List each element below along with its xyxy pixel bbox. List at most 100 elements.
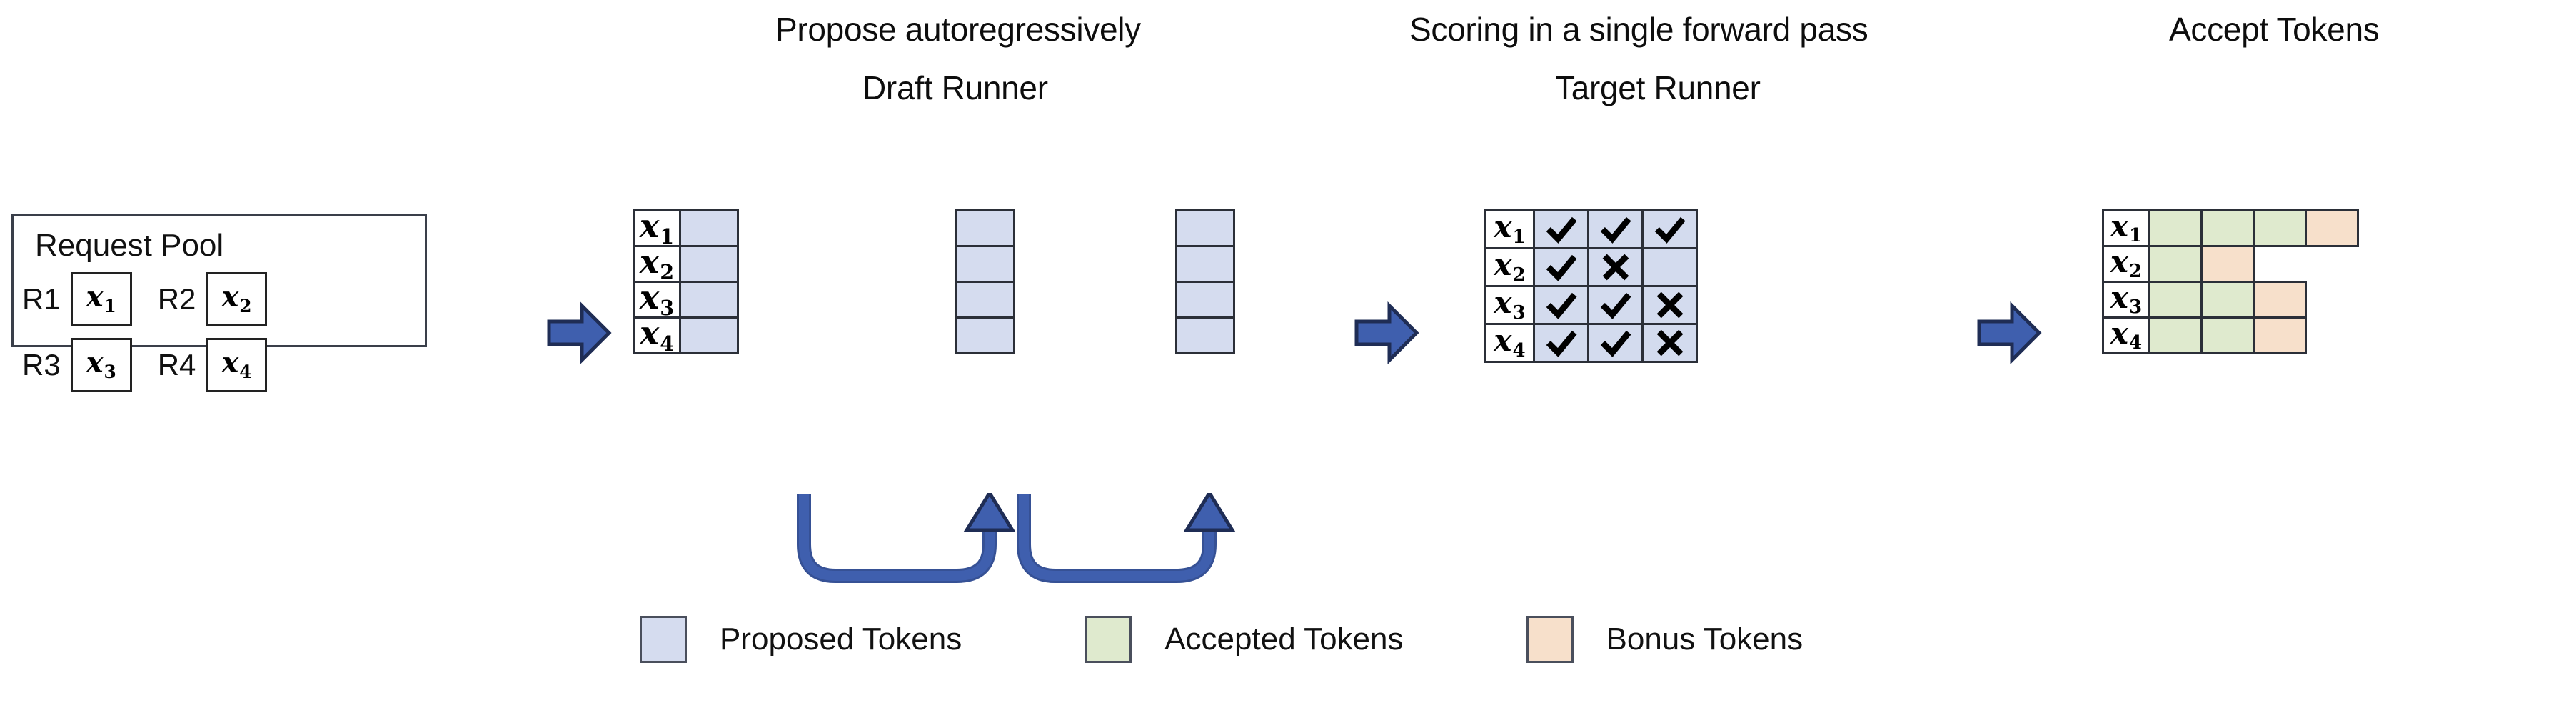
- target-runner-grid: x1 x2: [1484, 209, 1698, 363]
- request-pool-title: Request Pool: [35, 228, 224, 263]
- draft-proposed-cell: [679, 281, 739, 319]
- check-mark-icon: [1546, 254, 1577, 281]
- accept-cell-accepted: [2148, 316, 2203, 354]
- draft-runner-row-labels: x1 x2 x3 x4: [633, 209, 681, 354]
- target-row-label: x4: [1484, 323, 1535, 363]
- legend-label-accepted: Accepted Tokens: [1164, 622, 1404, 657]
- label-target-runner: Target Runner: [1555, 69, 1761, 106]
- caption-scoring-single-forward-pass: Scoring in a single forward pass: [1409, 11, 1868, 48]
- draft-proposed-column-3: [1175, 209, 1235, 354]
- target-score-cell-check: [1533, 209, 1589, 249]
- accept-row-label: x3: [2102, 281, 2150, 319]
- target-score-cell-cross: [1641, 323, 1698, 363]
- accept-row-label: x4: [2102, 316, 2150, 354]
- draft-proposed-cell: [1175, 281, 1235, 319]
- accept-cell-bonus: [2305, 209, 2359, 247]
- draft-proposed-cell: [1175, 245, 1235, 283]
- check-mark-icon: [1546, 292, 1577, 319]
- target-score-cell-check: [1533, 247, 1589, 287]
- draft-row-label: x1: [633, 209, 681, 247]
- accept-cell-accepted: [2148, 281, 2203, 319]
- check-mark-icon: [1546, 330, 1577, 357]
- loop-arrow-step2-to-step3-icon: [1017, 493, 1236, 583]
- loop-arrow-step1-to-step2-icon: [797, 493, 1016, 583]
- check-mark-icon: [1654, 216, 1686, 244]
- draft-proposed-column-1: [679, 209, 739, 354]
- request-token-box-r4: x4: [206, 338, 268, 392]
- legend-label-bonus: Bonus Tokens: [1606, 622, 1803, 657]
- caption-propose-autoregressively: Propose autoregressively: [775, 11, 1141, 48]
- target-score-cell-check: [1533, 323, 1589, 363]
- accept-row: x4: [2102, 316, 2359, 354]
- legend-item-bonus-tokens: Bonus Tokens: [1526, 616, 1803, 663]
- accept-cell-accepted: [2148, 209, 2203, 247]
- target-score-cell-check: [1587, 285, 1644, 325]
- draft-runner-step-1: x1 x2 x3 x4: [633, 209, 739, 354]
- draft-row-label: x2: [633, 245, 681, 283]
- target-row-label: x2: [1484, 247, 1535, 287]
- accept-cell-accepted: [2200, 209, 2255, 247]
- legend: Proposed Tokens Accepted Tokens Bonus To…: [640, 616, 1803, 663]
- request-id-r3: R3: [22, 348, 61, 382]
- request-pool-row-1: R1 x1 R2 x2: [22, 272, 268, 326]
- label-draft-runner: Draft Runner: [862, 69, 1048, 106]
- target-score-cell-check: [1533, 285, 1589, 325]
- legend-swatch-bonus: [1526, 616, 1574, 663]
- accept-cell-accepted: [2200, 316, 2255, 354]
- accept-cell-bonus: [2200, 245, 2255, 283]
- request-token-box-r3: x3: [70, 338, 132, 392]
- legend-item-proposed-tokens: Proposed Tokens: [640, 616, 962, 663]
- flow-arrow-pool-to-draft-icon: [547, 301, 612, 365]
- request-token-box-r2: x2: [206, 272, 268, 326]
- target-score-cell-empty: [1641, 247, 1698, 287]
- check-mark-icon: [1600, 216, 1631, 244]
- draft-proposed-cell: [679, 245, 739, 283]
- accept-cell-accepted: [2253, 209, 2307, 247]
- request-entry-r2: R2 x2: [158, 272, 268, 326]
- token-glyph: x3: [86, 346, 116, 382]
- accept-row: x3: [2102, 281, 2359, 319]
- draft-row-label: x3: [633, 281, 681, 319]
- cross-mark-icon: [1656, 291, 1683, 319]
- target-score-cell-cross: [1641, 285, 1698, 325]
- token-glyph: x1: [86, 280, 116, 316]
- accept-cell-bonus: [2253, 316, 2307, 354]
- legend-item-accepted-tokens: Accepted Tokens: [1085, 616, 1404, 663]
- accept-row-label: x2: [2102, 245, 2150, 283]
- cross-mark-icon: [1602, 254, 1629, 281]
- caption-accept-tokens: Accept Tokens: [2169, 11, 2380, 48]
- flow-arrow-target-to-accept-icon: [1977, 301, 2042, 365]
- draft-row-label: x4: [633, 316, 681, 354]
- target-row-label: x3: [1484, 285, 1535, 325]
- accept-cell-accepted: [2148, 245, 2203, 283]
- target-score-cell-cross: [1587, 247, 1644, 287]
- request-id-r1: R1: [22, 282, 61, 316]
- draft-proposed-cell: [955, 281, 1015, 319]
- request-pool-row-2: R3 x3 R4 x4: [22, 338, 268, 392]
- flow-arrow-draft-to-target-icon: [1354, 301, 1419, 365]
- check-mark-icon: [1546, 216, 1577, 244]
- request-entry-r3: R3 x3: [22, 338, 132, 392]
- accept-row: x2: [2102, 245, 2359, 283]
- request-id-r4: R4: [157, 348, 196, 382]
- accept-cell-accepted: [2200, 281, 2255, 319]
- draft-proposed-cell: [955, 209, 1015, 247]
- accept-cell-bonus: [2253, 281, 2307, 319]
- cross-mark-icon: [1656, 329, 1683, 357]
- request-pool-panel: Request Pool R1 x1 R2 x2 R3 x3: [11, 214, 427, 392]
- draft-proposed-cell: [679, 209, 739, 247]
- legend-label-proposed: Proposed Tokens: [720, 622, 962, 657]
- token-glyph: x2: [221, 280, 252, 316]
- check-mark-icon: [1600, 330, 1631, 357]
- accept-row: x1: [2102, 209, 2359, 247]
- request-token-box-r1: x1: [70, 272, 132, 326]
- check-mark-icon: [1600, 292, 1631, 319]
- legend-swatch-proposed: [640, 616, 687, 663]
- draft-proposed-column-2: [955, 209, 1015, 354]
- token-glyph: x4: [221, 346, 252, 382]
- draft-proposed-cell: [1175, 316, 1235, 354]
- target-row-label: x1: [1484, 209, 1535, 249]
- target-score-cell-check: [1587, 209, 1644, 249]
- request-id-r2: R2: [157, 282, 196, 316]
